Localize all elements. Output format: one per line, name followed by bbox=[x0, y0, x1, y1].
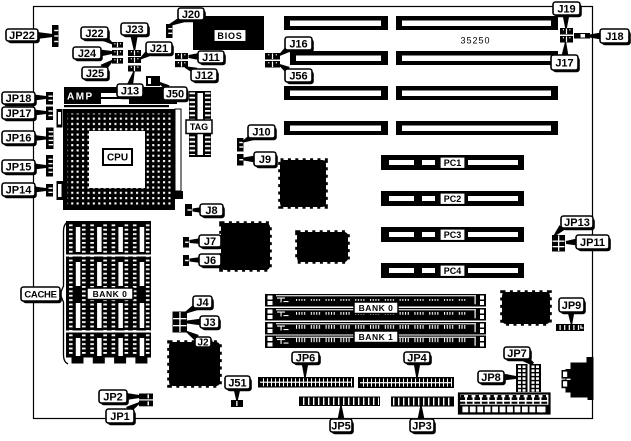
svg-text:BANK 0: BANK 0 bbox=[93, 289, 128, 299]
svg-text:J24: J24 bbox=[78, 48, 97, 60]
svg-text:BANK 0: BANK 0 bbox=[359, 303, 394, 313]
svg-text:JP2: JP2 bbox=[103, 391, 123, 403]
svg-text:JP1: JP1 bbox=[110, 411, 130, 423]
svg-text:CPU: CPU bbox=[107, 153, 128, 164]
svg-text:J4: J4 bbox=[196, 297, 209, 309]
svg-text:JP18: JP18 bbox=[6, 93, 32, 105]
svg-text:J51: J51 bbox=[228, 377, 246, 389]
svg-text:J56: J56 bbox=[289, 70, 307, 82]
svg-text:J3: J3 bbox=[203, 317, 215, 329]
svg-text:J2: J2 bbox=[197, 338, 209, 349]
svg-text:JP13: JP13 bbox=[564, 217, 590, 229]
svg-text:JP8: JP8 bbox=[481, 372, 501, 384]
svg-text:J19: J19 bbox=[557, 3, 575, 15]
svg-text:JP15: JP15 bbox=[6, 161, 32, 173]
svg-text:PC4: PC4 bbox=[444, 266, 462, 276]
svg-text:JP9: JP9 bbox=[562, 300, 582, 312]
svg-text:JP14: JP14 bbox=[6, 184, 33, 196]
svg-text:BIOS: BIOS bbox=[217, 31, 242, 41]
svg-text:J16: J16 bbox=[289, 38, 307, 50]
svg-text:J25: J25 bbox=[86, 68, 104, 80]
svg-text:JP4: JP4 bbox=[407, 352, 427, 364]
svg-text:JP11: JP11 bbox=[580, 237, 605, 249]
svg-text:J10: J10 bbox=[252, 126, 270, 138]
svg-text:J22: J22 bbox=[85, 28, 103, 40]
svg-text:JP3: JP3 bbox=[412, 420, 432, 432]
svg-text:J6: J6 bbox=[204, 255, 216, 267]
svg-text:J50: J50 bbox=[166, 88, 184, 100]
svg-text:J11: J11 bbox=[202, 52, 220, 64]
svg-text:TAG: TAG bbox=[190, 122, 208, 132]
svg-text:AMP: AMP bbox=[67, 92, 94, 103]
svg-text:JP5: JP5 bbox=[331, 420, 351, 432]
svg-text:J12: J12 bbox=[195, 70, 213, 82]
svg-text:PC1: PC1 bbox=[444, 158, 462, 168]
svg-text:J17: J17 bbox=[555, 57, 573, 69]
svg-text:J23: J23 bbox=[125, 24, 143, 36]
svg-text:JP22: JP22 bbox=[9, 30, 35, 42]
svg-text:JP16: JP16 bbox=[6, 132, 32, 144]
svg-text:J8: J8 bbox=[205, 205, 217, 217]
svg-text:J13: J13 bbox=[121, 85, 139, 97]
svg-text:CACHE: CACHE bbox=[24, 289, 56, 300]
svg-text:J9: J9 bbox=[259, 154, 271, 166]
svg-text:JP17: JP17 bbox=[6, 108, 32, 120]
svg-text:PC2: PC2 bbox=[444, 194, 462, 204]
svg-text:JP7: JP7 bbox=[507, 348, 527, 360]
svg-text:J7: J7 bbox=[204, 236, 216, 248]
svg-text:J20: J20 bbox=[182, 9, 200, 21]
svg-text:BANK 1: BANK 1 bbox=[359, 332, 394, 342]
svg-text:J21: J21 bbox=[150, 43, 168, 55]
svg-text:J18: J18 bbox=[605, 31, 623, 43]
svg-text:35250: 35250 bbox=[460, 36, 490, 46]
svg-text:PC3: PC3 bbox=[444, 230, 462, 240]
svg-text:JP6: JP6 bbox=[296, 352, 316, 364]
